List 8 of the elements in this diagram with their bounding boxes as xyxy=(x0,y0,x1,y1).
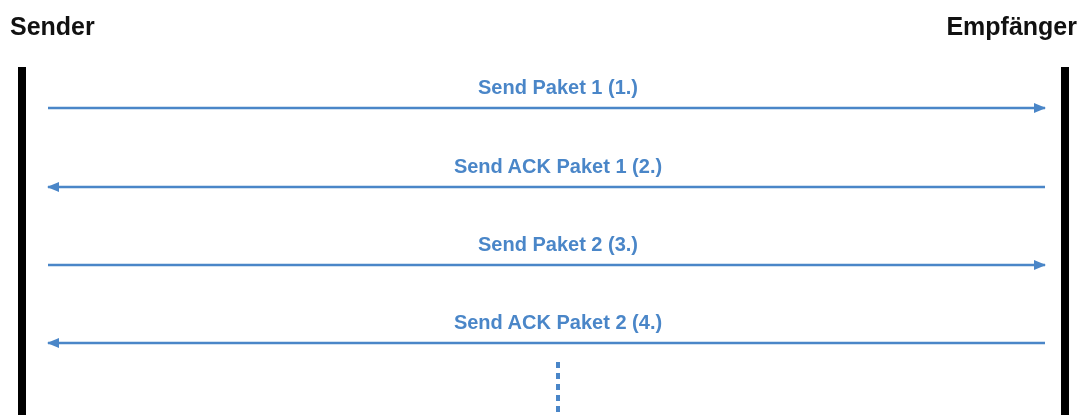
message-arrow xyxy=(48,260,1046,270)
edge-label: Send ACK Paket 2 (4.) xyxy=(451,311,665,334)
edge-label: Send ACK Paket 1 (2.) xyxy=(451,155,665,178)
message-arrow xyxy=(48,103,1046,113)
message-arrow xyxy=(47,338,1045,348)
lifeline-title: Empfänger xyxy=(946,12,1077,41)
message-arrow xyxy=(47,182,1045,192)
lifeline-title: Sender xyxy=(10,12,95,41)
